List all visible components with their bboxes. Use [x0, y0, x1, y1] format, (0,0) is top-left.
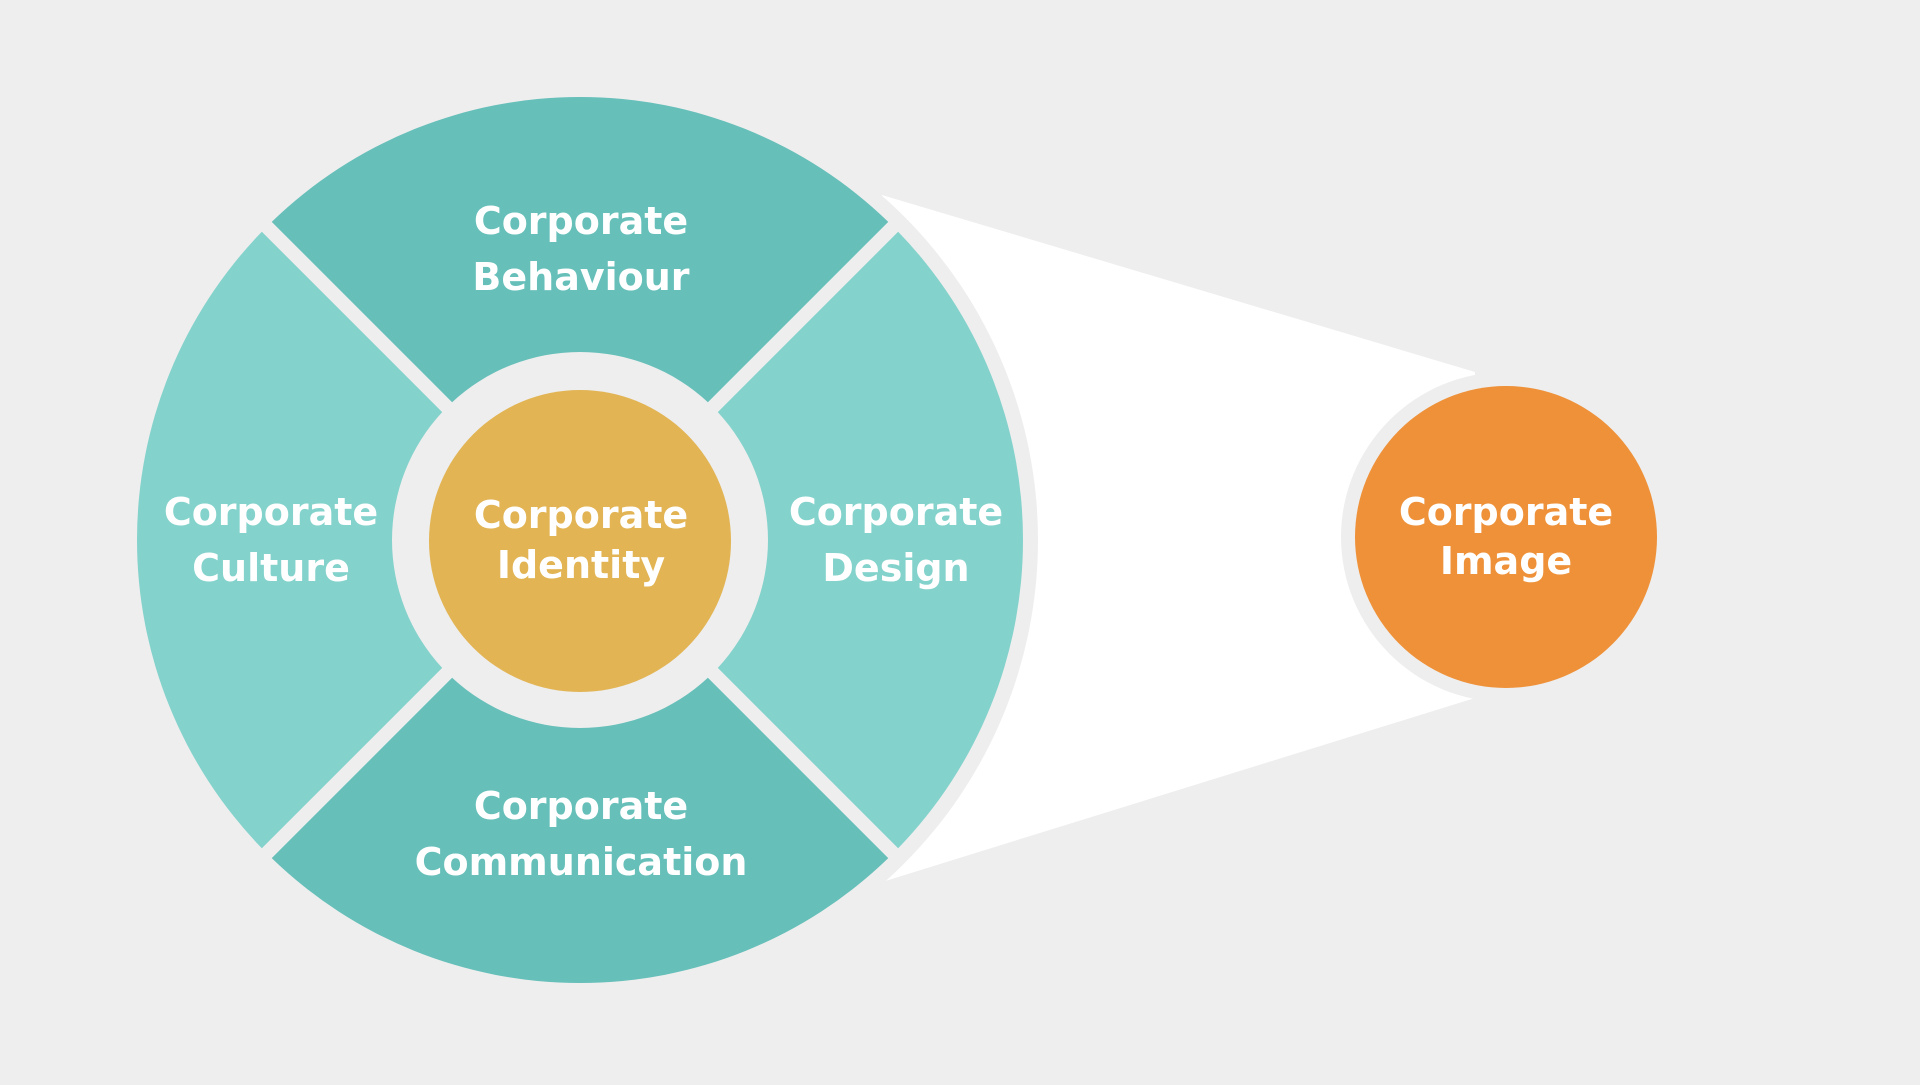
- label-line: Image: [1440, 539, 1572, 583]
- segment-corporate-behaviour: [271, 96, 889, 403]
- label-line: Corporate: [1399, 490, 1613, 534]
- label-line: Corporate: [474, 493, 688, 537]
- label-line: Design: [822, 546, 969, 590]
- label-line: Communication: [415, 840, 748, 884]
- segment-corporate-communication: [271, 677, 889, 984]
- projection-beam: [882, 195, 1475, 882]
- label-line: Culture: [192, 546, 350, 590]
- label-line: Corporate: [474, 199, 688, 243]
- segment-corporate-design: [717, 231, 1024, 849]
- segment-corporate-culture: [136, 231, 443, 849]
- label-corporate-identity: Corporate Identity: [474, 493, 688, 587]
- label-corporate-image: Corporate Image: [1399, 490, 1613, 583]
- label-corporate-behaviour: Corporate Behaviour: [472, 199, 689, 299]
- label-corporate-design: Corporate Design: [789, 490, 1003, 590]
- label-line: Behaviour: [472, 255, 689, 299]
- result-image-circle: [1355, 386, 1657, 688]
- label-line: Identity: [497, 543, 666, 587]
- label-corporate-culture: Corporate Culture: [164, 490, 378, 590]
- label-line: Corporate: [789, 490, 1003, 534]
- wheel-segments: [136, 96, 1024, 984]
- label-line: Corporate: [474, 784, 688, 828]
- label-corporate-communication: Corporate Communication: [415, 784, 748, 884]
- label-line: Corporate: [164, 490, 378, 534]
- center-identity-circle: [429, 390, 731, 692]
